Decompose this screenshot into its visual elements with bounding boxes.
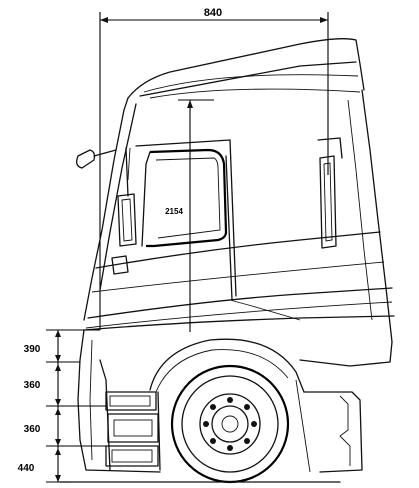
interior-height-dimension: 2154 <box>165 99 214 332</box>
access-steps <box>105 391 161 471</box>
front-wheel <box>170 364 290 484</box>
wheel-arch <box>149 338 393 473</box>
cab-body <box>83 38 395 343</box>
step-height-dimensions: 390 360 360 440 <box>18 329 106 483</box>
step-1-height-label: 390 <box>24 344 41 355</box>
cab-length-dimension: 840 <box>99 7 329 330</box>
door <box>127 139 237 301</box>
cab-length-label: 840 <box>204 7 222 19</box>
front-mirror <box>76 147 137 275</box>
step-2-height-label: 360 <box>24 380 41 391</box>
front-bumper <box>77 329 161 473</box>
rear-mirror <box>317 137 343 249</box>
ground-clearance-label: 440 <box>18 463 35 474</box>
step-3-height-label: 360 <box>24 424 41 435</box>
interior-height-label: 2154 <box>165 207 183 216</box>
